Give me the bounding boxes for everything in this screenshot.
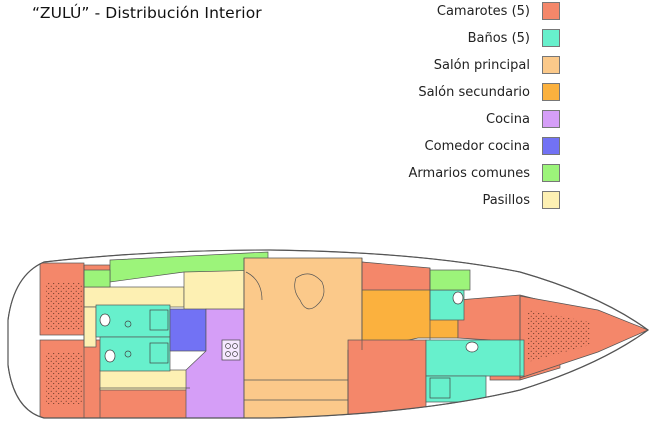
- legend-item-salon-secundario: Salón secundario: [380, 83, 560, 105]
- legend-item-cocina: Cocina: [380, 110, 560, 132]
- legend-swatch: [542, 137, 560, 155]
- legend-swatch: [542, 2, 560, 20]
- legend-label: Armarios comunes: [408, 166, 530, 181]
- companionway-stairs: [245, 271, 263, 301]
- legend-item-banos: Baños (5): [380, 29, 560, 51]
- legend-label: Salón secundario: [418, 85, 530, 100]
- legend-label: Pasillos: [482, 193, 530, 208]
- corridor-aft: [83, 286, 185, 308]
- shower: [429, 377, 451, 399]
- legend-swatch: [542, 83, 560, 101]
- room-storage-left: [83, 269, 111, 288]
- sink: [124, 320, 132, 328]
- toilet: [99, 313, 111, 327]
- legend: Camarotes (5) Baños (5) Salón principal …: [380, 0, 560, 220]
- corridor-mid: [99, 369, 191, 391]
- legend-swatch: [542, 191, 560, 209]
- legend-swatch: [542, 56, 560, 74]
- berth-aft-port: [46, 282, 82, 330]
- legend-swatch: [542, 164, 560, 182]
- shower: [149, 342, 169, 364]
- corridor-left-vertical: [83, 306, 97, 348]
- legend-label: Camarotes (5): [436, 4, 530, 19]
- hull-border: [7, 249, 650, 419]
- room-storage-forward: [429, 269, 471, 291]
- room-cabin-mid-low: [99, 387, 191, 418]
- galley-burner: [225, 351, 231, 357]
- legend-item-armarios-comunes: Armarios comunes: [380, 164, 560, 186]
- legend-item-salon-principal: Salón principal: [380, 56, 560, 78]
- legend-item-comedor-cocina: Comedor cocina: [380, 137, 560, 159]
- toilet: [452, 291, 464, 305]
- shower: [149, 309, 169, 331]
- berth-bow: [528, 310, 590, 362]
- legend-label: Cocina: [486, 112, 530, 127]
- berth-aft-starboard: [46, 352, 82, 404]
- room-main-saloon: [243, 257, 363, 418]
- legend-swatch: [542, 110, 560, 128]
- toilet: [465, 341, 479, 353]
- galley-burner: [225, 343, 231, 349]
- galley-burner: [232, 343, 238, 349]
- legend-label: Baños (5): [467, 31, 530, 46]
- saloon-table: [294, 273, 325, 310]
- legend-swatch: [542, 29, 560, 47]
- galley-burner: [232, 351, 238, 357]
- legend-item-pasillos: Pasillos: [380, 191, 560, 213]
- corridor-aft-2: [183, 269, 245, 311]
- page-title: “ZULÚ” - Distribución Interior: [32, 4, 262, 22]
- legend-label: Comedor cocina: [424, 139, 530, 154]
- legend-label: Salón principal: [433, 58, 530, 73]
- sink: [124, 350, 132, 358]
- room-galley-dinette: [169, 308, 207, 352]
- legend-item-camarotes: Camarotes (5): [380, 2, 560, 24]
- toilet: [104, 349, 116, 363]
- room-cabin-mid-starboard: [347, 339, 427, 418]
- boat-floor-plan: [7, 249, 650, 419]
- galley-stove: [221, 339, 241, 361]
